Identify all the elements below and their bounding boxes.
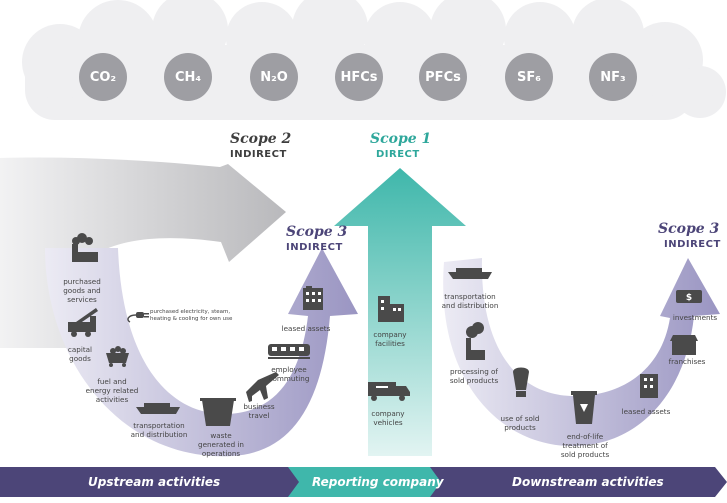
scope3-upstream-title: Scope 3	[286, 224, 348, 240]
processing-factory-icon	[466, 322, 485, 360]
label-transport-downstream: transportation and distribution	[441, 292, 499, 310]
gas-sf6: SF₆	[505, 53, 553, 101]
activity-band	[0, 467, 727, 497]
label-capital-goods: capital goods	[67, 345, 93, 363]
plane-icon	[246, 372, 279, 402]
plug-icon	[127, 312, 149, 323]
label-franchises: franchises	[668, 357, 706, 366]
label-business-travel: business travel	[243, 402, 275, 420]
label-leased-assets-downstream: leased assets	[621, 407, 671, 416]
svg-text:$: $	[686, 293, 692, 303]
scope1-title: Scope 1	[370, 131, 432, 147]
label-end-of-life: end-of-life treatment of sold products	[560, 432, 610, 459]
money-icon	[676, 290, 702, 303]
band-reporting: Reporting company	[312, 475, 444, 489]
label-waste: waste generated in operations	[198, 431, 244, 458]
label-processing: processing of sold products	[449, 367, 499, 385]
lightbulb-icon	[513, 367, 529, 397]
band-downstream: Downstream activities	[512, 475, 664, 489]
label-fuel-energy: fuel and energy related activities	[85, 377, 139, 404]
gas-pfcs: PFCs	[419, 53, 467, 101]
label-company-facilities: company facilities	[373, 330, 407, 348]
gas-hfcs: HFCs	[335, 53, 383, 101]
crane-truck-icon	[68, 308, 98, 337]
scope1-subtitle: DIRECT	[376, 149, 420, 160]
scope3-downstream-subtitle: INDIRECT	[664, 239, 721, 250]
ship-icon-upstream	[136, 403, 180, 414]
scope2-title: Scope 2	[230, 131, 292, 147]
label-electricity: purchased electricity, steam, heating & …	[150, 309, 233, 322]
gas-n2o: N₂O	[250, 53, 298, 101]
scope3-downstream-title: Scope 3	[658, 221, 720, 237]
scope2-arrow	[0, 157, 286, 348]
gas-co2: CO₂	[79, 53, 127, 101]
gas-ch4: CH₄	[164, 53, 212, 101]
scope3-upstream-subtitle: INDIRECT	[286, 242, 343, 253]
scope3-upstream-arrow	[45, 248, 358, 457]
label-company-vehicles: company vehicles	[371, 409, 405, 427]
scope3-downstream-arrow	[443, 258, 720, 446]
ship-icon-downstream	[448, 268, 492, 279]
label-employee-commuting: employee commuting	[268, 365, 310, 383]
label-use-of-sold-products: use of sold products	[500, 414, 540, 432]
storefront-icon	[670, 335, 698, 355]
building-icon-downstream	[640, 374, 658, 398]
gas-nf3: NF₃	[589, 53, 637, 101]
dumpster-icon	[200, 398, 236, 426]
coal-cart-icon	[106, 346, 129, 367]
label-purchased-goods: purchased goods and services	[63, 277, 101, 304]
scope2-subtitle: INDIRECT	[230, 149, 287, 160]
factory-icon	[72, 233, 98, 262]
band-upstream: Upstream activities	[88, 475, 221, 489]
truck-icon	[368, 382, 410, 401]
label-leased-assets-upstream: leased assets	[281, 324, 331, 333]
label-transport-upstream: transportation and distribution	[130, 421, 188, 439]
building-icon-upstream	[303, 286, 323, 310]
label-investments: investments	[672, 313, 718, 322]
